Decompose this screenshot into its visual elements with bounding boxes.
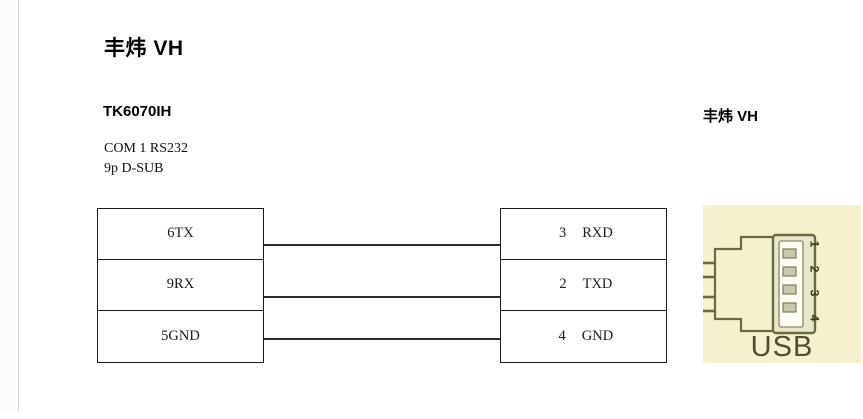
right-device-name: 丰炜 VH bbox=[703, 108, 759, 125]
pin-label: 6TX bbox=[167, 225, 194, 242]
pin-number: 4 bbox=[558, 327, 566, 344]
pin-number: 3 bbox=[558, 225, 567, 242]
usb-pin-number-2: 2 bbox=[807, 265, 822, 272]
left-device-name: TK6070IH bbox=[103, 103, 172, 120]
right-pin-table: 3 RXD 2 TXD 4 GND bbox=[500, 208, 667, 363]
pin-label: 9RX bbox=[166, 276, 195, 293]
page-gutter bbox=[0, 0, 18, 411]
left-device-port-line-1: COM 1 RS232 bbox=[104, 141, 189, 156]
usb-pin-number-3: 3 bbox=[807, 289, 822, 297]
usb-pin-number-1: 1 bbox=[807, 240, 822, 248]
wire-gnd-to-gnd bbox=[264, 338, 500, 340]
page-title: 丰炜 VH bbox=[104, 37, 184, 60]
usb-pin-number-4: 4 bbox=[807, 314, 822, 322]
pin-label: 5GND bbox=[161, 327, 200, 344]
left-pin-table: 6TX 9RX 5GND bbox=[97, 208, 264, 363]
table-row: 5GND bbox=[98, 311, 263, 362]
pin-signal: GND bbox=[581, 327, 614, 344]
pin-signal: TXD bbox=[582, 276, 613, 293]
table-row: 3 RXD bbox=[501, 209, 666, 260]
table-row: 4 GND bbox=[501, 311, 666, 362]
pin-number: 2 bbox=[559, 276, 567, 293]
left-device-port-line-2: 9p D-SUB bbox=[104, 161, 164, 176]
wire-rx-to-txd bbox=[264, 296, 500, 298]
usb-caption: USB bbox=[750, 331, 814, 363]
wire-tx-to-rxd bbox=[264, 244, 500, 246]
usb-pin-numbers: 1 2 3 4 bbox=[807, 238, 822, 324]
table-row: 2 TXD bbox=[501, 260, 666, 311]
table-row: 6TX bbox=[98, 209, 263, 260]
pin-signal: RXD bbox=[582, 225, 613, 242]
usb-connector-image: 1 2 3 4 USB bbox=[703, 205, 861, 363]
table-row: 9RX bbox=[98, 260, 263, 311]
page-gutter-rule bbox=[18, 0, 19, 411]
usb-connector-icon bbox=[703, 233, 817, 335]
